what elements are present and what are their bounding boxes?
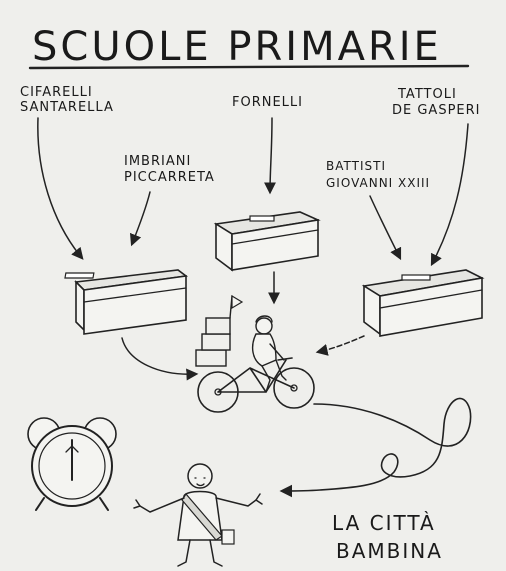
school-label-cifarelli-santarella: CIFARELLI SANTARELLA xyxy=(20,85,114,115)
arrow-rightbox-to-cyclist xyxy=(315,335,365,356)
destination-line2: BAMBINA xyxy=(336,539,443,563)
school-label-line1: BATTISTI xyxy=(326,159,386,173)
arrow-cifarelli-to-box xyxy=(37,117,84,260)
arrow-fornelli-to-box xyxy=(264,117,277,195)
route-path xyxy=(279,397,472,498)
diagram-title: SCUOLE PRIMARIE xyxy=(32,24,442,70)
arrow-battisti-to-box xyxy=(369,195,402,261)
destination-label: LA CITTÀ BAMBINA xyxy=(332,511,443,563)
school-label-line2: PICCARRETA xyxy=(124,170,215,185)
arrow-imbriani-to-box xyxy=(129,191,151,247)
title-underline xyxy=(28,64,470,70)
school-label-tattoli-degasperi: TATTOLI DE GASPERI xyxy=(392,87,481,118)
alarm-clock-icon xyxy=(27,417,117,511)
mayor-with-sash-icon xyxy=(133,463,263,567)
school-label-fornelli: FORNELLI xyxy=(232,95,303,110)
school-label-line1: CIFARELLI xyxy=(20,85,93,100)
destination-line1: LA CITTÀ xyxy=(332,511,436,535)
arrow-tattoli-to-box xyxy=(430,123,469,267)
arrow-leftbox-to-cyclist xyxy=(121,337,199,381)
ballot-box-icon xyxy=(213,211,321,272)
school-label-line1: FORNELLI xyxy=(232,95,303,110)
school-label-line1: IMBRIANI xyxy=(124,154,191,169)
school-label-line2: DE GASPERI xyxy=(392,103,481,118)
cyclist-courier-icon xyxy=(195,294,315,413)
ballot-box-icon xyxy=(64,269,189,335)
school-label-battisti-giovanni: BATTISTI GIOVANNI XXIII xyxy=(326,159,430,190)
school-label-line2: GIOVANNI XXIII xyxy=(326,176,430,190)
school-label-line1: TATTOLI xyxy=(397,87,457,102)
ballot-box-icon xyxy=(361,269,485,337)
school-label-imbriani-piccarreta: IMBRIANI PICCARRETA xyxy=(124,154,215,185)
school-label-line2: SANTARELLA xyxy=(20,100,114,115)
